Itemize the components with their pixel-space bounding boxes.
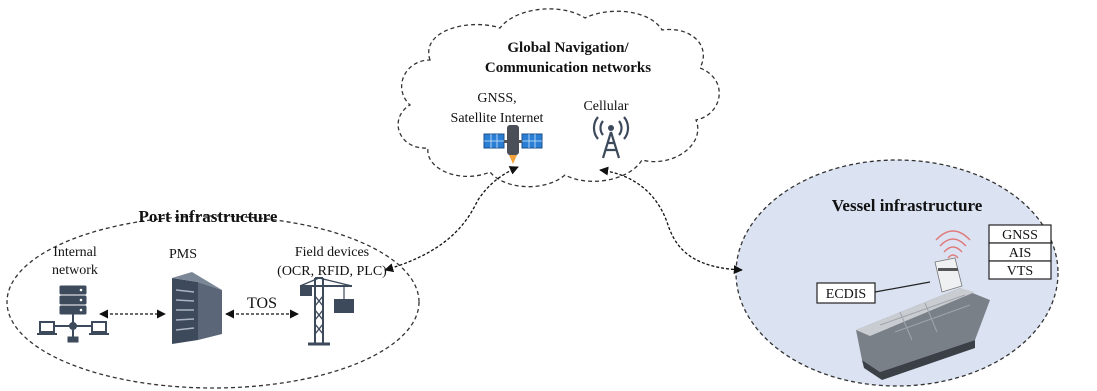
- satellite-icon: [483, 125, 543, 164]
- server-icon: [172, 272, 222, 344]
- ship-icon: [856, 257, 990, 380]
- vessel-system-box: [988, 260, 1052, 280]
- cloud-title-line1: Global Navigation/: [507, 40, 629, 56]
- vessel-system-gnss: GNSS: [1002, 228, 1038, 243]
- cloud-title-line2: Communication networks: [485, 60, 651, 76]
- crane-icon: [299, 277, 354, 346]
- internal-network-label-line2: network: [52, 263, 98, 278]
- gnss-label-line2: Satellite Internet: [451, 111, 544, 126]
- vessel-system-ais: AIS: [1009, 246, 1032, 261]
- connector-cloud-vessel: [599, 166, 743, 275]
- network-icon: [37, 285, 109, 343]
- pms-label: PMS: [169, 247, 197, 262]
- vessel-system-vts: VTS: [1007, 264, 1033, 279]
- radio-wave-icon: [935, 230, 971, 259]
- cellular-label: Cellular: [583, 99, 628, 114]
- field-devices-label-line1: Field devices: [295, 245, 369, 260]
- ecdis-connector: [874, 281, 931, 293]
- cell-tower-icon: [592, 116, 630, 159]
- ecdis-box: [816, 282, 876, 304]
- internal-network-label-line1: Internal: [53, 245, 97, 260]
- gnss-label-line1: GNSS,: [477, 91, 516, 106]
- connector-port-cloud: [384, 166, 519, 273]
- ecdis-label: ECDIS: [826, 287, 866, 302]
- field-devices-label-line2: (OCR, RFID, PLC): [277, 264, 387, 279]
- tos-label: TOS: [247, 295, 277, 312]
- vessel-system-stack: GNSS AIS VTS: [988, 224, 1052, 280]
- cloud-shape: [397, 8, 720, 188]
- port-title: Port infrastructure: [139, 207, 278, 226]
- vessel-title: Vessel infrastructure: [832, 196, 983, 215]
